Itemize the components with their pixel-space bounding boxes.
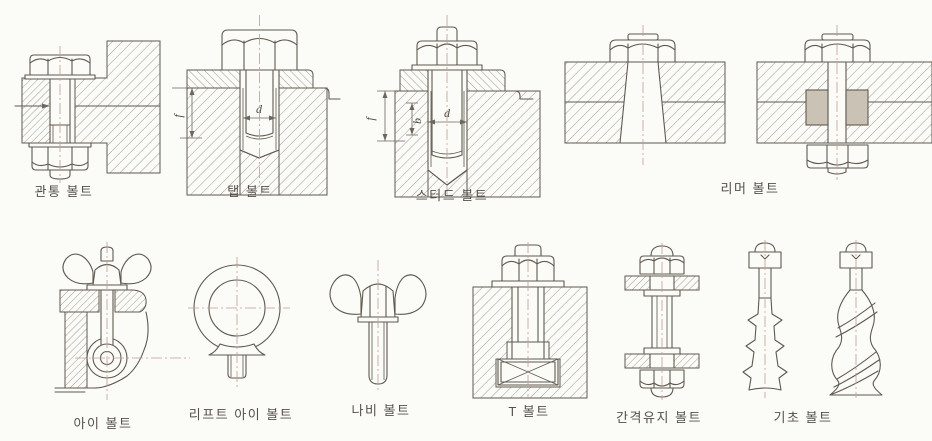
figure-stud-bolt: f b d xyxy=(355,15,547,203)
dimension-b: b xyxy=(406,102,424,136)
clamped-plates xyxy=(14,40,161,174)
label-spacing-bolt: 간격유지 볼트 xyxy=(616,410,702,425)
hex-nut xyxy=(806,144,869,169)
dim-label-d: d xyxy=(256,102,263,116)
t-bolt-drawing xyxy=(472,242,588,399)
label-reamer-bolt: 리머 볼트 xyxy=(720,181,780,196)
bolt-shank xyxy=(511,286,545,360)
through-bolt-drawing xyxy=(14,40,161,183)
wing-right xyxy=(394,274,427,315)
figure-through-bolt xyxy=(14,10,165,185)
figure-spacing-bolt xyxy=(615,243,710,401)
bushing-right xyxy=(845,89,869,126)
wing-nut-body xyxy=(92,263,122,286)
label-stud-bolt: 스터드 볼트 xyxy=(415,188,489,203)
label-wing-bolt: 나비 볼트 xyxy=(351,403,411,418)
dimension-f: f xyxy=(363,90,405,142)
wing-bolt-drawing xyxy=(329,260,427,391)
threaded-shank xyxy=(368,321,388,385)
tapped-hole xyxy=(427,69,468,186)
bracket-curve xyxy=(94,311,149,389)
bushing-left xyxy=(805,89,829,126)
dim-label-b: b xyxy=(410,118,424,124)
wing-left xyxy=(329,274,362,315)
bolt-tip xyxy=(827,167,847,175)
spiral-foundation-bolt xyxy=(829,240,883,398)
spacer-tube xyxy=(651,295,673,349)
dim-label-f: f xyxy=(171,113,185,118)
label-lift-eye-bolt: 리프트 아이 볼트 xyxy=(188,407,294,422)
collar xyxy=(208,343,266,356)
tapped-hole xyxy=(239,69,280,159)
tapped-block xyxy=(394,90,541,198)
hex-head xyxy=(609,39,676,63)
foundation-bolt-drawing xyxy=(742,240,883,398)
barbed-foundation-bolt xyxy=(742,240,788,398)
clamped-plate xyxy=(186,69,341,100)
tapped-block xyxy=(186,87,328,196)
label-foundation-bolt: 기초 볼트 xyxy=(773,410,833,425)
dim-label-f: f xyxy=(363,116,377,121)
tap-bolt-drawing: f d xyxy=(171,15,341,196)
eye-bolt-drawing xyxy=(54,242,190,400)
spacing-bolt-drawing xyxy=(624,243,700,400)
lift-eye-bolt-drawing xyxy=(188,257,290,387)
figure-foundation-bolt xyxy=(735,240,885,400)
reamer-bolt-drawing xyxy=(564,25,932,180)
neck xyxy=(758,267,772,299)
label-t-bolt: T 볼트 xyxy=(508,404,550,419)
label-tap-bolt: 탭 볼트 xyxy=(227,184,273,199)
figure-t-bolt xyxy=(460,240,600,402)
dim-label-d: d xyxy=(444,106,451,120)
figure-tap-bolt: f d xyxy=(171,15,342,196)
dimension-f: f xyxy=(171,87,202,139)
hex-head xyxy=(804,39,871,63)
figure-wing-bolt xyxy=(325,258,440,398)
bushed-reamer-bolt xyxy=(804,25,871,180)
tapered-reamer-bolt xyxy=(609,25,676,165)
label-eye-bolt: 아이 볼트 xyxy=(73,416,133,431)
label-through-bolt: 관통 볼트 xyxy=(34,184,94,199)
wing-right xyxy=(120,253,152,285)
centerlines xyxy=(188,257,290,387)
figure-reamer-bolt xyxy=(555,25,932,185)
wing-left xyxy=(62,253,94,285)
stud-bolt-drawing: f b d xyxy=(363,15,541,198)
bracket xyxy=(54,289,147,393)
centerlines xyxy=(75,242,190,400)
dimension-d: d xyxy=(428,106,467,125)
neck xyxy=(849,267,863,291)
figure-lift-eye-bolt xyxy=(188,255,305,395)
figure-eye-bolt xyxy=(54,240,195,420)
